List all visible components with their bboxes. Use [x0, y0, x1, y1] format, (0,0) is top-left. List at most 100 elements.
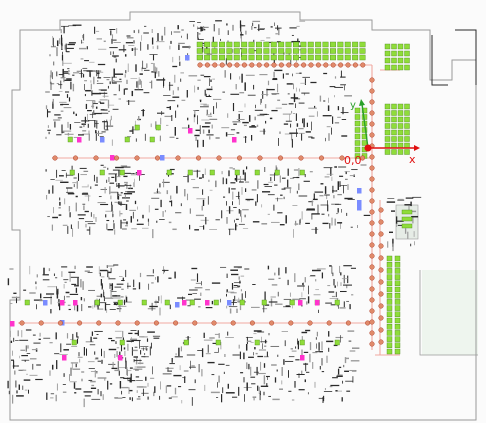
parking-spot-icon[interactable]	[354, 114, 361, 120]
waypoint-icon[interactable]	[211, 320, 217, 326]
waypoint-icon[interactable]	[345, 62, 351, 68]
waypoint-icon[interactable]	[326, 320, 332, 326]
waypoint-icon[interactable]	[298, 155, 304, 161]
waypoint-icon[interactable]	[134, 320, 140, 326]
station-marker-icon[interactable]	[100, 137, 105, 143]
waypoint-icon[interactable]	[264, 62, 270, 68]
waypoint-icon[interactable]	[72, 155, 79, 161]
parking-spot-icon[interactable]	[270, 41, 277, 48]
parking-spot-icon[interactable]	[155, 124, 161, 131]
parking-spot-icon[interactable]	[394, 324, 401, 330]
parking-spot-icon[interactable]	[256, 54, 262, 61]
station-marker-icon[interactable]	[357, 205, 362, 211]
parking-spot-icon[interactable]	[69, 169, 75, 176]
parking-spot-icon[interactable]	[401, 216, 413, 222]
parking-spot-icon[interactable]	[293, 41, 299, 48]
parking-spot-icon[interactable]	[141, 299, 147, 306]
parking-spot-icon[interactable]	[384, 116, 391, 123]
parking-spot-icon[interactable]	[293, 54, 299, 61]
parking-spot-icon[interactable]	[322, 48, 329, 54]
parking-spot-icon[interactable]	[404, 43, 410, 50]
waypoint-icon[interactable]	[378, 231, 384, 237]
parking-spot-icon[interactable]	[391, 129, 397, 136]
parking-spot-icon[interactable]	[384, 123, 391, 129]
parking-spot-icon[interactable]	[270, 54, 277, 61]
waypoint-icon[interactable]	[338, 62, 344, 68]
waypoint-icon[interactable]	[249, 62, 255, 68]
waypoint-icon[interactable]	[369, 209, 375, 215]
parking-spot-icon[interactable]	[391, 50, 397, 57]
parking-spot-icon[interactable]	[24, 299, 30, 306]
station-marker-icon[interactable]	[43, 300, 48, 306]
parking-spot-icon[interactable]	[397, 136, 404, 142]
waypoint-icon[interactable]	[288, 320, 294, 326]
waypoint-icon[interactable]	[216, 155, 222, 161]
waypoint-icon[interactable]	[378, 315, 384, 321]
waypoint-icon[interactable]	[173, 320, 179, 326]
waypoint-icon[interactable]	[378, 267, 384, 273]
parking-spot-icon[interactable]	[211, 41, 218, 48]
parking-spot-icon[interactable]	[278, 54, 285, 61]
waypoint-icon[interactable]	[369, 341, 375, 347]
waypoint-icon[interactable]	[369, 187, 375, 193]
charging-marker-icon[interactable]	[73, 300, 78, 306]
parking-spot-icon[interactable]	[397, 64, 404, 71]
parking-spot-icon[interactable]	[394, 299, 401, 305]
parking-spot-icon[interactable]	[293, 48, 299, 54]
waypoint-icon[interactable]	[369, 242, 375, 248]
waypoint-icon[interactable]	[359, 155, 366, 161]
parking-spot-icon[interactable]	[354, 133, 361, 140]
parking-spot-icon[interactable]	[386, 342, 393, 348]
charging-marker-icon[interactable]	[188, 128, 193, 134]
parking-spot-icon[interactable]	[391, 116, 397, 123]
waypoint-icon[interactable]	[277, 155, 284, 161]
parking-spot-icon[interactable]	[404, 57, 410, 64]
parking-spot-icon[interactable]	[397, 50, 404, 57]
parking-spot-icon[interactable]	[263, 41, 270, 48]
parking-spot-icon[interactable]	[384, 57, 391, 64]
parking-spot-icon[interactable]	[386, 274, 393, 280]
parking-spot-icon[interactable]	[248, 54, 255, 61]
parking-spot-icon[interactable]	[397, 103, 404, 110]
waypoint-icon[interactable]	[115, 320, 121, 326]
parking-spot-icon[interactable]	[401, 223, 413, 229]
parking-spot-icon[interactable]	[384, 103, 391, 110]
parking-spot-icon[interactable]	[196, 48, 203, 54]
waypoint-icon[interactable]	[236, 155, 243, 161]
parking-spot-icon[interactable]	[394, 348, 401, 355]
parking-spot-icon[interactable]	[334, 339, 340, 346]
waypoint-icon[interactable]	[369, 121, 375, 127]
parking-spot-icon[interactable]	[391, 64, 397, 71]
parking-spot-icon[interactable]	[254, 169, 260, 176]
parking-spot-icon[interactable]	[359, 54, 366, 61]
parking-spot-icon[interactable]	[401, 209, 413, 215]
parking-spot-icon[interactable]	[394, 342, 401, 348]
parking-spot-icon[interactable]	[189, 299, 195, 306]
parking-spot-icon[interactable]	[166, 169, 172, 176]
parking-spot-icon[interactable]	[164, 299, 170, 306]
parking-spot-icon[interactable]	[397, 116, 404, 123]
parking-spot-icon[interactable]	[361, 107, 368, 114]
waypoint-icon[interactable]	[339, 155, 345, 161]
parking-spot-icon[interactable]	[354, 140, 361, 146]
station-marker-icon[interactable]	[227, 300, 232, 306]
parking-spot-icon[interactable]	[384, 110, 391, 116]
parking-spot-icon[interactable]	[404, 110, 410, 116]
parking-spot-icon[interactable]	[397, 110, 404, 116]
waypoint-icon[interactable]	[378, 327, 384, 333]
parking-spot-icon[interactable]	[337, 48, 344, 54]
waypoint-icon[interactable]	[369, 77, 375, 83]
parking-spot-icon[interactable]	[397, 149, 404, 155]
parking-spot-icon[interactable]	[218, 41, 225, 48]
waypoint-icon[interactable]	[278, 62, 284, 68]
parking-spot-icon[interactable]	[359, 48, 366, 54]
parking-spot-icon[interactable]	[386, 348, 393, 355]
parking-spot-icon[interactable]	[404, 50, 410, 57]
parking-spot-icon[interactable]	[233, 48, 240, 54]
parking-spot-icon[interactable]	[391, 103, 397, 110]
parking-spot-icon[interactable]	[344, 48, 351, 54]
waypoint-icon[interactable]	[378, 291, 384, 297]
parking-spot-icon[interactable]	[359, 41, 366, 48]
parking-spot-icon[interactable]	[344, 41, 351, 48]
